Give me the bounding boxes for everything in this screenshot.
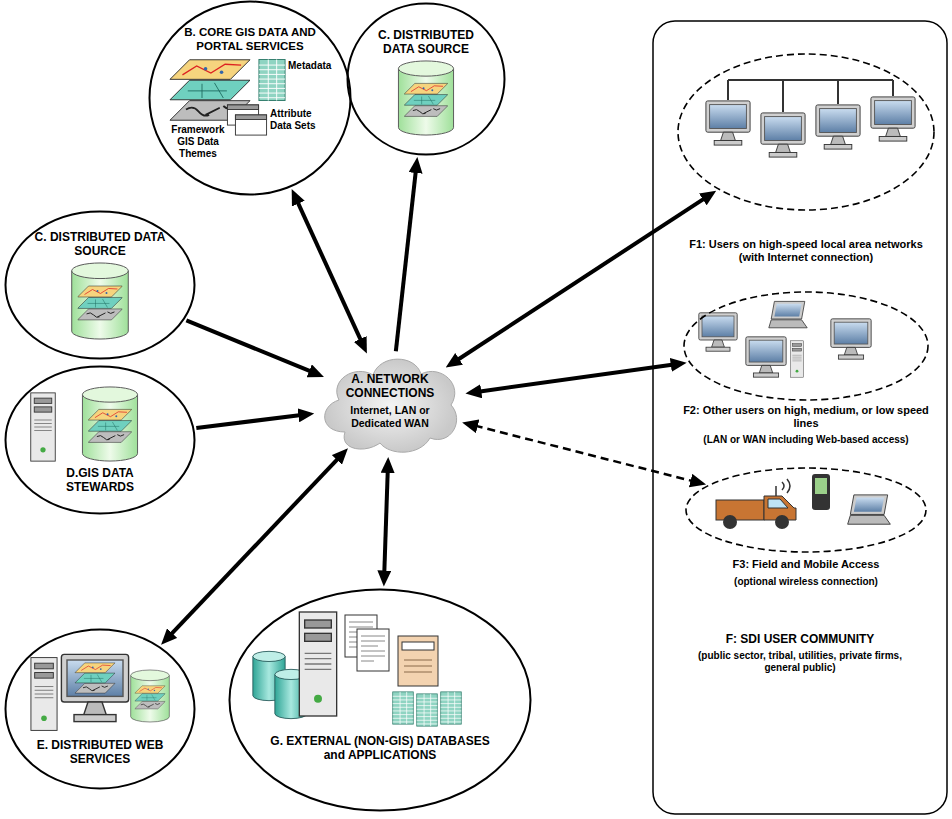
illustration-part — [871, 97, 915, 141]
node-heading: A. NETWORK CONNECTIONS — [335, 372, 445, 401]
circle-outline — [348, 4, 505, 155]
illustration-part — [441, 692, 462, 724]
illustration-part — [728, 80, 893, 112]
node-heading: F1: Users on high-speed local area netwo… — [680, 238, 932, 264]
node-text: Attribute Data Sets — [270, 108, 332, 132]
node-outline — [228, 588, 532, 812]
illustration-part — [72, 263, 129, 339]
illustration-part — [716, 479, 796, 529]
dashed-ellipse — [684, 292, 928, 400]
external-db-icons — [253, 612, 461, 726]
node-text: Metadata — [288, 60, 346, 72]
illustration-part — [75, 663, 115, 693]
illustration-part — [769, 301, 807, 327]
web-service-circle: E. DISTRIBUTED WEB SERVICES — [4, 628, 196, 790]
network-link — [457, 198, 706, 361]
illustration-part — [746, 337, 786, 377]
node-text: (public sector, tribal, utilities, priva… — [680, 650, 920, 674]
illustration-part — [402, 642, 434, 650]
web-service-icons — [31, 654, 169, 730]
network-link — [186, 320, 312, 372]
illustration-part — [357, 629, 389, 671]
wireless-link — [475, 426, 694, 482]
user-group-ellipse: F3: Field and Mobile Access (optional wir… — [670, 464, 942, 596]
circle-outline — [150, 2, 351, 195]
node-heading: F: SDI USER COMMUNITY — [680, 632, 920, 646]
network-cloud: A. NETWORK CONNECTIONS Internet, LAN or D… — [315, 350, 465, 458]
panel-outline — [653, 21, 947, 814]
core-data-circle: B. CORE GIS DATA AND PORTAL SERVICES Meta… — [148, 0, 352, 196]
node-text: Framework GIS Data Themes — [166, 124, 230, 160]
field-access-icons — [716, 474, 890, 529]
illustration-part — [398, 61, 453, 135]
illustration-part — [299, 612, 336, 716]
node-text: (LAN or WAN including Web-based access) — [680, 434, 932, 446]
illustration-part — [848, 495, 891, 524]
node-heading: C. DISTRIBUTED DATA SOURCE — [366, 28, 486, 57]
illustration-part — [723, 515, 737, 529]
core-data-icons — [170, 59, 285, 135]
circle-outline — [230, 590, 531, 811]
illustration-part — [417, 694, 438, 726]
network-link — [297, 201, 361, 342]
illustration-part — [61, 654, 128, 721]
node-outline — [670, 288, 942, 456]
node-heading: G. EXTERNAL (NON-GIS) DATABASES and APPL… — [270, 734, 490, 763]
data-source-icons — [72, 61, 454, 339]
illustration-part — [398, 636, 438, 686]
node-text: (optional wireless connection) — [680, 576, 932, 588]
illustration-part — [259, 59, 285, 100]
illustration-part — [790, 341, 803, 377]
network-link — [384, 470, 387, 574]
network-link — [196, 415, 301, 428]
illustration-part — [235, 115, 266, 135]
node-heading: D.GIS DATA STEWARDS — [35, 466, 165, 495]
illustration-part — [404, 660, 432, 672]
illustration-part — [82, 387, 137, 461]
illustration-part — [775, 515, 789, 529]
illustration-part — [131, 670, 170, 722]
user-group-ellipse: F1: Users on high-speed local area netwo… — [670, 40, 942, 280]
dashed-ellipse — [678, 54, 934, 210]
circle-outline — [6, 630, 195, 789]
circle-outline — [6, 367, 195, 514]
illustration-part — [31, 393, 56, 461]
illustration-part — [699, 313, 737, 351]
illustration-part — [816, 105, 860, 149]
node-text: Internet, LAN or Dedicated WAN — [340, 404, 440, 429]
illustration-part — [393, 692, 414, 724]
illustration-part — [768, 499, 788, 508]
user-group-ellipse: F2: Other users on high, medium, or low … — [670, 288, 942, 456]
illustration-part — [31, 658, 57, 731]
remote-users-icons — [699, 301, 871, 377]
node-heading: F2: Other users on high, medium, or low … — [680, 404, 932, 430]
network-link — [396, 170, 416, 351]
node-heading: F3: Field and Mobile Access — [680, 558, 932, 571]
node-heading: E. DISTRIBUTED WEB SERVICES — [35, 738, 165, 767]
node-outline — [346, 2, 506, 156]
external-db-circle: G. EXTERNAL (NON-GIS) DATABASES and APPL… — [228, 588, 532, 812]
cloud-shape — [325, 359, 457, 452]
illustration-part — [761, 113, 805, 157]
network-link — [170, 458, 339, 636]
node-heading: C. DISTRIBUTED DATA SOURCE — [30, 230, 170, 259]
illustration-part — [812, 474, 830, 510]
node-heading: B. CORE GIS DATA AND PORTAL SERVICES — [175, 26, 325, 54]
lan-users-icons — [706, 80, 915, 157]
steward-icons — [31, 387, 138, 461]
illustration-part — [815, 478, 827, 494]
user-community-panel: F: SDI USER COMMUNITY (public sector, tri… — [652, 20, 948, 815]
circle-outline — [6, 212, 195, 359]
illustration-part — [776, 479, 790, 496]
dashed-ellipse — [686, 468, 926, 552]
illustration-part — [706, 101, 750, 145]
steward-circle: D.GIS DATA STEWARDS — [4, 365, 196, 515]
data-source-circle: C. DISTRIBUTED DATA SOURCE — [346, 2, 506, 156]
network-link — [478, 364, 673, 391]
data-source-circle: C. DISTRIBUTED DATA SOURCE — [4, 210, 196, 360]
illustration-part — [831, 319, 871, 359]
illustration-part — [716, 500, 764, 520]
